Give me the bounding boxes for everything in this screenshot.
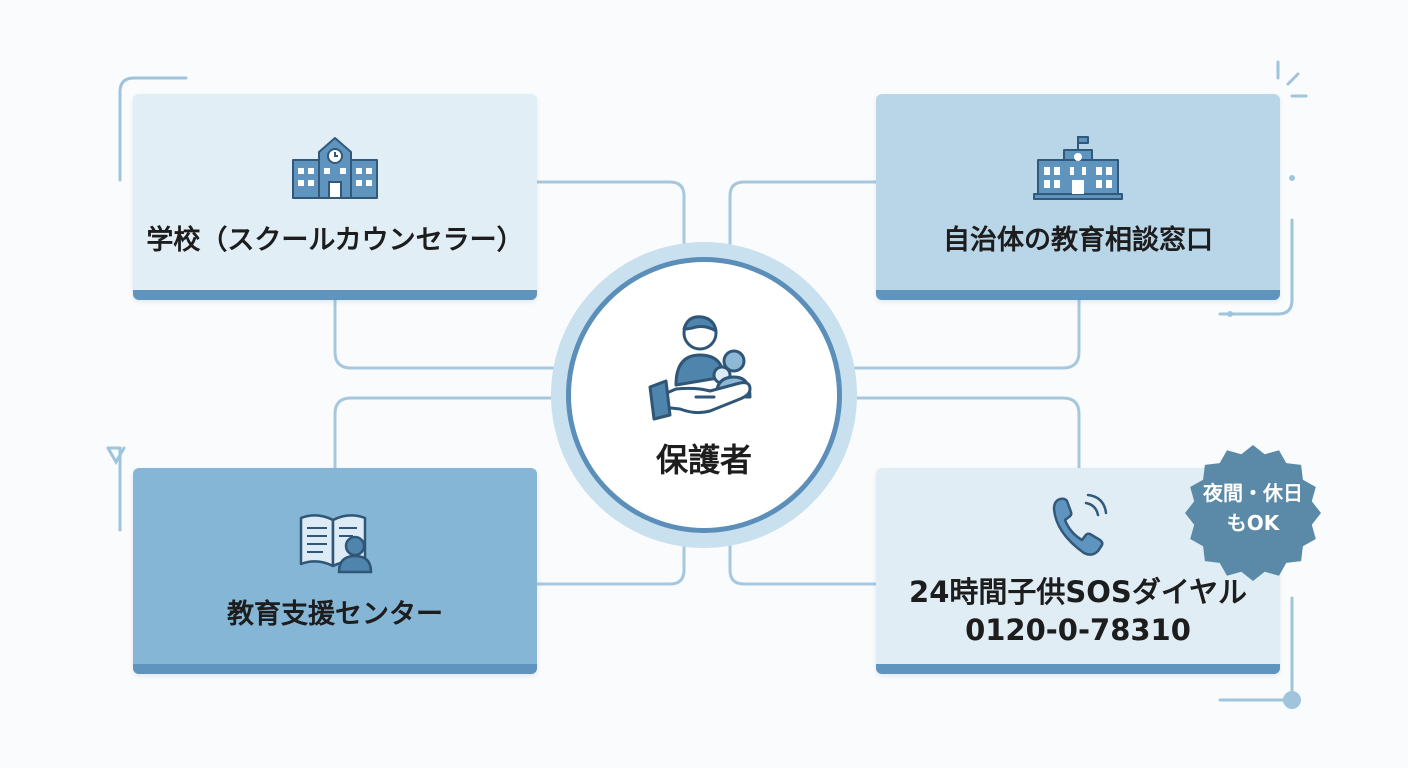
- badge-line1: 夜間・休日: [1203, 481, 1303, 505]
- badge-text: 夜間・休日 もOK: [1184, 478, 1322, 538]
- phone-icon: [1052, 493, 1108, 556]
- card-school-label: 学校（スクールカウンセラー）: [146, 225, 524, 256]
- government-building-icon: [1033, 136, 1123, 200]
- night-holiday-badge: 夜間・休日 もOK: [1184, 444, 1322, 582]
- parent-caring-icon: [648, 315, 752, 421]
- hotline-name: 24時間子供SOSダイヤル: [909, 575, 1247, 609]
- book-person-icon: [299, 514, 373, 574]
- center-label: 保護者: [655, 441, 752, 479]
- center-node: 保護者: [566, 257, 842, 533]
- card-school: 学校（スクールカウンセラー）: [133, 94, 537, 300]
- school-building-icon: [292, 137, 378, 199]
- badge-burst-shape: [1185, 445, 1321, 581]
- card-support-label: 教育支援センター: [227, 599, 443, 630]
- card-municipal: 自治体の教育相談窓口: [876, 94, 1280, 300]
- badge-line2: もOK: [1226, 511, 1280, 535]
- card-support: 教育支援センター: [133, 468, 537, 674]
- card-hotline-label: 24時間子供SOSダイヤル 0120-0-78310: [909, 573, 1247, 649]
- card-municipal-label: 自治体の教育相談窓口: [943, 225, 1213, 256]
- hotline-number: 0120-0-78310: [965, 613, 1191, 647]
